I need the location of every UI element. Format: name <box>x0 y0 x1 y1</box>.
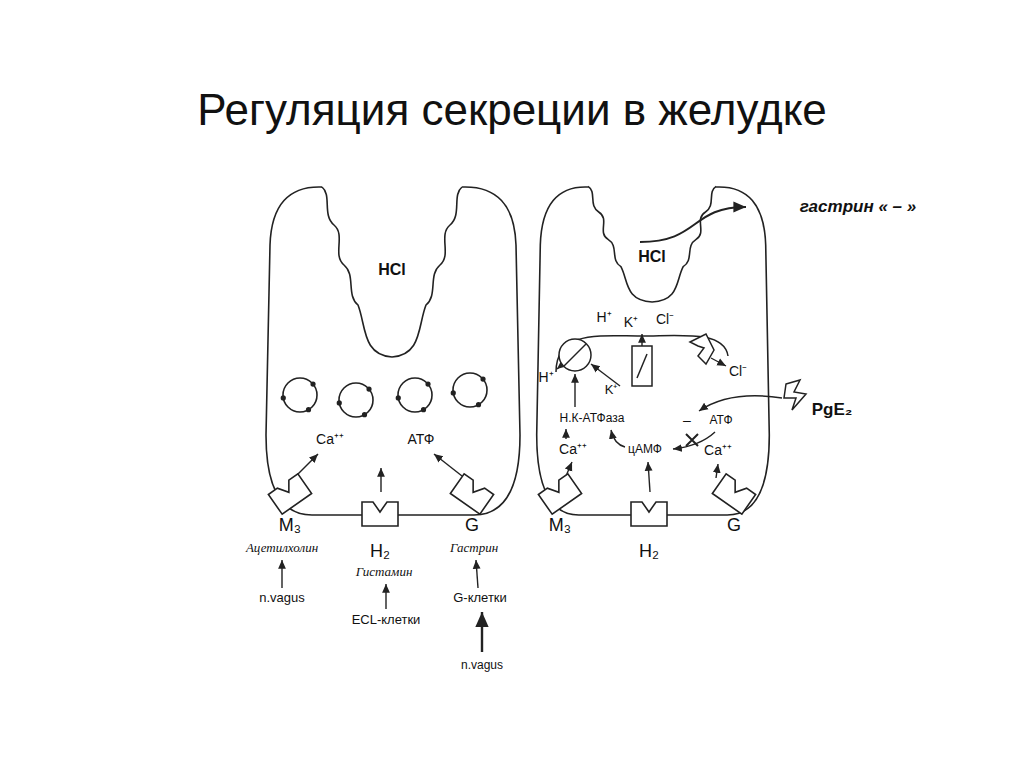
label-text: K⁺ <box>605 383 618 397</box>
receptor-label: M₃ <box>549 516 571 536</box>
label-text: АТФ <box>709 414 732 427</box>
receptor-symbol <box>627 490 671 530</box>
label-text: Гистамин <box>356 565 413 579</box>
receptor-symbol <box>358 490 402 530</box>
label-text: Cl⁻ <box>729 364 747 379</box>
arrow <box>565 429 566 439</box>
block-cross <box>686 434 698 446</box>
receptor-label: G <box>465 516 479 536</box>
label-text: гастрин « – » <box>800 198 916 217</box>
cell-outline <box>533 185 773 520</box>
arrow <box>648 462 650 492</box>
arrow <box>385 584 386 609</box>
receptor-label: H₂ <box>639 542 659 562</box>
arrow <box>611 430 625 447</box>
label-text: Н.К-АТФаза <box>560 412 625 425</box>
arrow <box>281 560 282 588</box>
label-text: Cl⁻ <box>656 312 674 327</box>
receptor-label: M₃ <box>279 516 301 536</box>
receptor-symbol <box>268 470 312 510</box>
arrow <box>711 358 726 366</box>
receptor-label: G <box>727 516 741 536</box>
receptor: G <box>712 470 756 536</box>
arrow <box>296 454 318 476</box>
label-text: Ca⁺⁺ <box>316 432 344 447</box>
label-text: G-клетки <box>453 591 507 605</box>
label-text: K⁺ <box>624 315 638 330</box>
receptor-symbol <box>712 470 756 510</box>
label-text: ECL-клетки <box>352 613 421 627</box>
receptor: H₂ <box>358 490 402 562</box>
label-text: n.vagus <box>259 591 305 605</box>
arrow <box>574 374 575 407</box>
label-text: n.vagus <box>461 659 503 672</box>
receptor: G <box>450 470 494 536</box>
arrows <box>282 207 782 652</box>
arrow <box>434 454 462 476</box>
receptor: M₃ <box>538 470 582 536</box>
title: Регуляция секреции в желудке <box>197 86 827 134</box>
arrow <box>380 468 381 492</box>
label-text: H⁺ <box>596 310 611 325</box>
arrow <box>481 612 483 652</box>
cell-label: HCl <box>378 261 406 279</box>
label-text: АТФ <box>408 432 435 447</box>
secretory-membrane <box>556 334 728 386</box>
vesicle-dots <box>281 376 486 417</box>
label-text: H⁺ <box>538 370 553 385</box>
label-text: Гастрин <box>450 541 498 555</box>
label-text: Ацетилхолин <box>246 541 318 555</box>
arrow <box>640 207 746 242</box>
label-text: цАМФ <box>628 443 662 456</box>
arrow <box>716 464 718 478</box>
label-text: Ca⁺⁺ <box>704 443 732 458</box>
receptor: M₃ <box>268 470 312 536</box>
receptor-symbol <box>538 470 582 510</box>
label-text: PgE₂ <box>812 401 853 420</box>
receptor-label: H₂ <box>370 542 390 562</box>
arrow <box>476 560 478 588</box>
pge2-receptor <box>784 380 806 410</box>
cell-label: HCl <box>638 248 666 266</box>
receptor-symbol <box>450 470 494 510</box>
label-text: Ca⁺⁺ <box>559 442 587 457</box>
label-text: – <box>683 413 691 428</box>
receptor: H₂ <box>627 490 671 562</box>
vesicles <box>283 373 487 417</box>
parietal-cell: HClM₃H₂G <box>533 185 773 520</box>
parietal-cell: HClM₃H₂G <box>262 185 524 520</box>
cell-outline <box>262 185 524 520</box>
